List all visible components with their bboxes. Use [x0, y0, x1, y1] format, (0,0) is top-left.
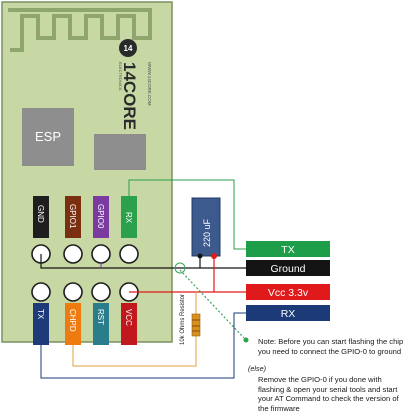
pin-rst-header [93, 303, 109, 345]
esp-chip [22, 108, 74, 166]
else-label: (else) [248, 364, 266, 373]
capacitor-pin-ground [197, 253, 203, 259]
output-tx-bg [246, 241, 330, 257]
logo-url: WWW.14CORE.COM [147, 62, 152, 106]
output-tx-label: TX [281, 244, 294, 256]
ground-junction-marker [174, 262, 186, 274]
pin-gpio1-label: GPIO1 [68, 204, 77, 229]
capacitor-pin-vcc [211, 253, 217, 259]
antenna-trace [8, 8, 152, 52]
pin-gpio0-header [93, 196, 109, 238]
capacitor-label: 220 uF [202, 218, 212, 247]
wire-rx-green [128, 179, 246, 250]
esp-board [1, 1, 173, 343]
pin-gpio0-hole [91, 244, 111, 264]
flash-chip [94, 134, 146, 170]
pin-rx-hole [119, 244, 139, 264]
pin-chpd-header [65, 303, 81, 345]
pin-gpio1-header [65, 196, 81, 238]
pin-vcc-label: VCC [124, 309, 133, 326]
top-pin-header: GND GPIO1 GPIO0 RX [33, 196, 137, 238]
capacitor: 220 uF [191, 197, 221, 259]
wire-tx-blue [40, 312, 246, 379]
resistor: 10k Ohms Resistor [180, 294, 201, 345]
pin-chpd-label: CHPD [68, 309, 77, 332]
output-ground-label: Ground [270, 263, 305, 275]
chip-label: ESP [35, 129, 61, 144]
capacitor-body [191, 197, 221, 257]
output-vcc-bg [246, 284, 330, 300]
pin-gnd-header [33, 196, 49, 238]
brand-logo: 14 14CORE WWW.14CORE.COM ELECTRONICS [118, 39, 152, 130]
pin-rx-header [121, 196, 137, 238]
pin-tx-hole [31, 282, 51, 302]
after-flash-note: Remove the GPIO-0 if you done with flash… [258, 375, 399, 413]
output-vcc-label: Vcc 3.3v [268, 287, 309, 299]
pin-gpio1-hole [63, 244, 83, 264]
wire-chpd-orange [72, 336, 197, 367]
logo-badge: 14 [124, 44, 133, 53]
bottom-pin-header: TX CHPD RST VCC [33, 303, 137, 345]
pin-gnd-label: GND [36, 205, 45, 223]
pin-rst-hole [91, 282, 111, 302]
resistor-body [191, 313, 201, 337]
pin-tx-label: TX [36, 309, 45, 320]
note-pointer-dotted [179, 269, 245, 339]
logo-tagline: ELECTRONICS [118, 62, 123, 91]
pin-tx-header [33, 303, 49, 345]
top-pin-holes [31, 244, 139, 264]
wire-ground-black [40, 254, 246, 269]
output-rx-bg [246, 305, 330, 321]
pin-rx-label: RX [124, 212, 133, 224]
resistor-label: 10k Ohms Resistor [180, 294, 186, 345]
note-pointer-dot [243, 337, 249, 343]
pin-vcc-header [121, 303, 137, 345]
pin-rst-label: RST [96, 309, 105, 325]
pin-chpd-hole [63, 282, 83, 302]
output-rx-label: RX [281, 308, 296, 320]
pin-gpio0-label: GPIO0 [96, 204, 105, 229]
output-ground-bg [246, 260, 330, 276]
logo-text: 14CORE [120, 62, 139, 130]
flash-note: Note: Before you can start flashing the … [258, 337, 404, 357]
output-labels: TX Ground Vcc 3.3v RX [246, 241, 330, 321]
